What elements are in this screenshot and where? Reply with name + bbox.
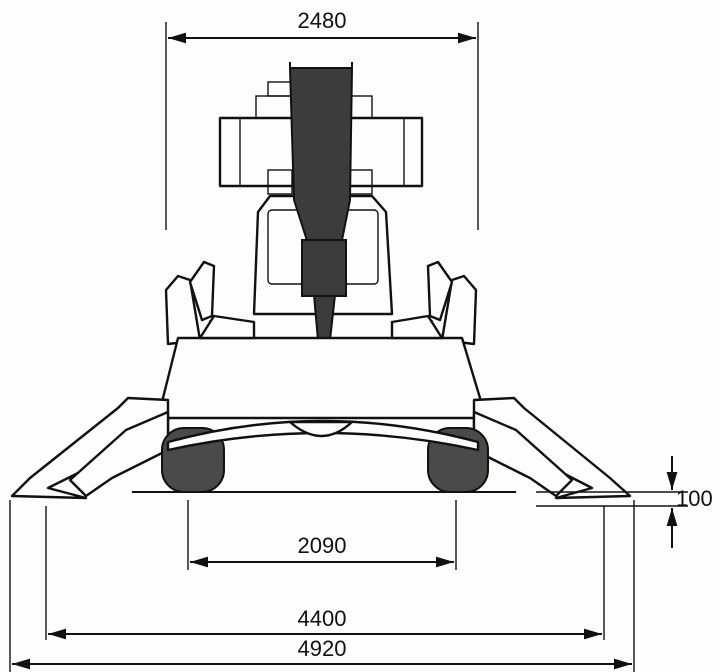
upper-structure: [218, 62, 424, 341]
dimension-4920-label: 4920: [298, 636, 347, 661]
undercarriage: [156, 314, 488, 420]
stabilizer-arms-upper: [164, 260, 478, 346]
dimension-4400-label: 4400: [298, 606, 347, 631]
dimension-2090: 2090: [187, 500, 457, 570]
dimension-4920: 4920: [9, 500, 635, 672]
chassis-arch: [166, 419, 480, 452]
dimension-4400: 4400: [45, 506, 605, 640]
dimension-100-label: 100: [676, 486, 713, 511]
dimension-100: 100: [536, 456, 713, 548]
dimension-2480: 2480: [165, 8, 479, 230]
dimension-2090-label: 2090: [298, 533, 347, 558]
dimension-2480-label: 2480: [298, 8, 347, 33]
